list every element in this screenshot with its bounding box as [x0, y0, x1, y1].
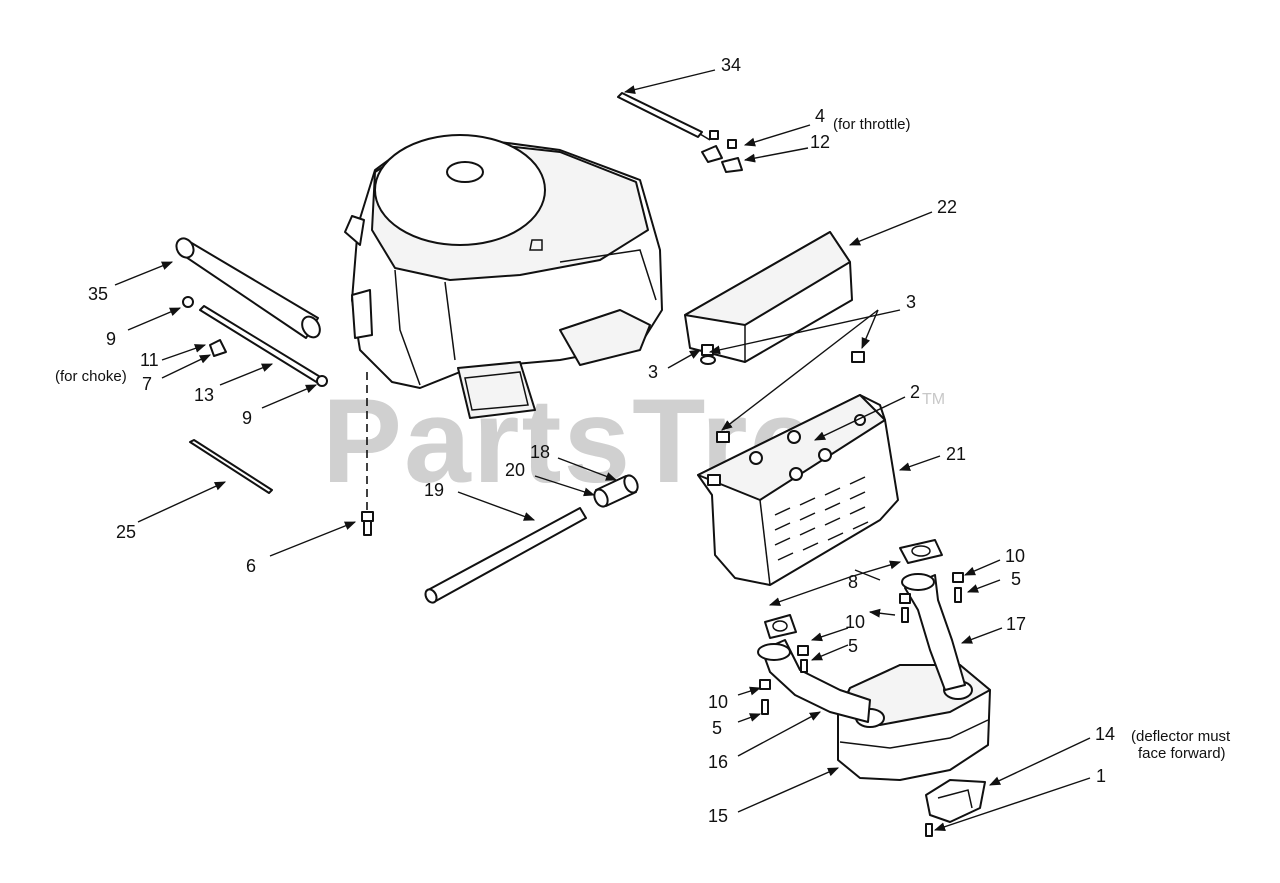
label-9-lower: 9: [242, 408, 252, 428]
label-9-upper: 9: [106, 329, 116, 349]
label-18: 18: [530, 442, 550, 462]
part-19-hose: [427, 507, 587, 603]
label-8: 8: [848, 572, 858, 592]
part-16-pipe: [757, 639, 871, 723]
label-19: 19: [424, 480, 444, 500]
label-11: 11: [140, 350, 159, 370]
part-22-heat-shield: [684, 231, 853, 363]
label-5-mid: 5: [848, 636, 858, 656]
label-3-left: 3: [648, 362, 658, 382]
part-14-deflector: [925, 779, 986, 823]
label-14: 14: [1095, 724, 1115, 744]
part-11-7-fitting: [209, 339, 227, 357]
label-21: 21: [946, 444, 966, 464]
label-22: 22: [937, 197, 957, 217]
label-10-mid: 10: [845, 612, 865, 632]
part-labels: 34 4 (for throttle) 12 22 3 3 2 21 35 9 …: [55, 55, 1231, 826]
note-choke: (for choke): [55, 368, 127, 385]
label-35: 35: [88, 284, 108, 304]
part-15-muffler: [837, 664, 991, 781]
label-10-left: 10: [708, 692, 728, 712]
part-3-hardware: [700, 344, 865, 443]
part-9-clamp-b: [316, 375, 328, 387]
label-15: 15: [708, 806, 728, 826]
part-4-12-hardware: [701, 130, 743, 173]
part-9-clamp-a: [182, 296, 194, 308]
part-8-gaskets: [764, 539, 943, 639]
leader-lines: [114, 69, 1091, 832]
part-25-tie: [189, 439, 273, 494]
label-3-right: 3: [906, 292, 916, 312]
label-12: 12: [810, 132, 830, 152]
label-10-right: 10: [1005, 546, 1025, 566]
watermark-tm: TM: [922, 391, 945, 408]
label-7: 7: [142, 374, 152, 394]
label-17: 17: [1006, 614, 1026, 634]
part-34-cable: [617, 92, 703, 138]
label-16: 16: [708, 752, 728, 772]
note-throttle: (for throttle): [833, 116, 911, 133]
label-13: 13: [194, 385, 214, 405]
engine-assembly: [344, 134, 663, 419]
part-17-pipe: [901, 573, 966, 691]
part-10-5-bolts: [759, 572, 964, 715]
label-4: 4: [815, 106, 825, 126]
note-deflector-line1: (deflector must: [1131, 728, 1231, 745]
label-6: 6: [246, 556, 256, 576]
part-21-muffler-guard: [697, 394, 899, 586]
label-5-right: 5: [1011, 569, 1021, 589]
part-1-screw: [925, 823, 933, 837]
label-20: 20: [505, 460, 525, 480]
label-34: 34: [721, 55, 741, 75]
label-25: 25: [116, 522, 136, 542]
part-18-20-filter: [593, 474, 639, 508]
part-6-bolt: [361, 511, 374, 536]
note-deflector-line2: face forward): [1138, 745, 1226, 762]
label-2: 2: [910, 382, 920, 402]
label-1: 1: [1096, 766, 1106, 786]
label-5-left: 5: [712, 718, 722, 738]
part-35-tube: [175, 237, 321, 339]
